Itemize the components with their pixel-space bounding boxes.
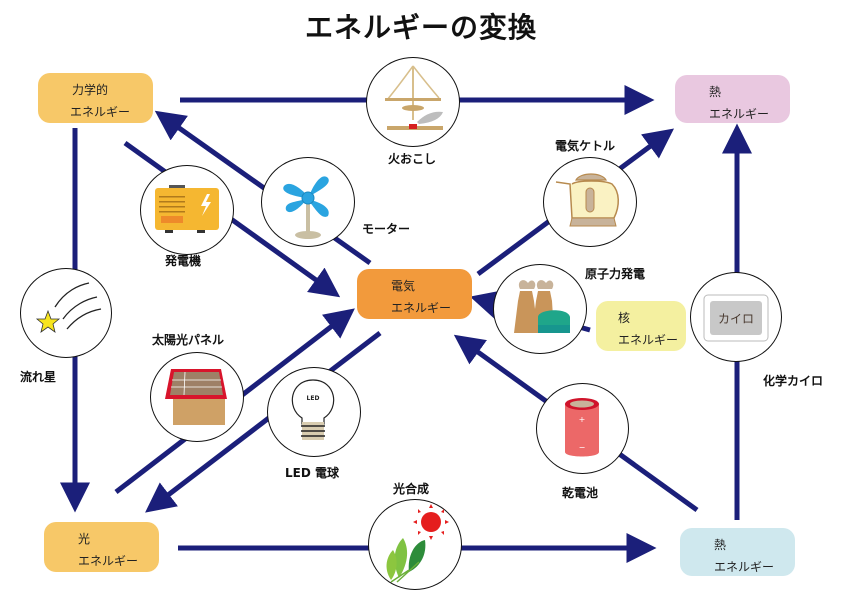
mechanical-energy-box: 力学的 エネルギー <box>38 73 153 123</box>
led-bulb-node: LED <box>267 367 361 457</box>
heat-energy-top-line1: 熱 <box>709 85 722 99</box>
light-energy-box: 光 エネルギー <box>44 522 159 572</box>
kettle-icon <box>555 173 619 227</box>
heat-energy-box-top: 熱 エネルギー <box>675 75 790 123</box>
light-bulb-icon: LED <box>291 379 335 440</box>
generator-icon <box>155 185 219 233</box>
electric-energy-line2: エネルギー <box>391 301 452 315</box>
battery-label: 乾電池 <box>562 486 599 500</box>
electric-energy-box: 電気 エネルギー <box>357 269 472 319</box>
led-text: LED <box>307 395 320 402</box>
mechanical-energy-line1: 力学的 <box>72 83 109 97</box>
nuclear-plant-label: 原子力発電 <box>585 267 646 281</box>
fire-drill-label: 火おこし <box>388 152 437 166</box>
svg-text:+: + <box>579 415 586 424</box>
nuclear-energy-box: 核 エネルギー <box>596 301 686 351</box>
electric-energy-line1: 電気 <box>391 279 416 293</box>
svg-text:−: − <box>579 443 586 452</box>
solar-panel-house-icon <box>165 369 227 425</box>
solar-panel-node <box>150 352 244 442</box>
meteor-label: 流れ星 <box>20 370 57 384</box>
hand-warmer-label: 化学カイロ <box>763 374 824 388</box>
heat-energy-bottom-line1: 熱 <box>714 538 727 552</box>
kettle-label: 電気ケトル <box>555 139 616 153</box>
photosynthesis-node <box>368 499 462 590</box>
solar-panel-label: 太陽光パネル <box>152 333 225 347</box>
shooting-star-icon <box>35 282 102 333</box>
generator-node <box>140 165 234 255</box>
battery-node: + − <box>536 383 629 474</box>
light-energy-line1: 光 <box>78 532 91 546</box>
mechanical-energy-line2: エネルギー <box>70 105 131 119</box>
fire-drill-node <box>366 57 460 147</box>
hand-warmer-text: カイロ <box>718 312 754 326</box>
heat-energy-bottom-line2: エネルギー <box>714 560 775 574</box>
hand-warmer-icon: カイロ <box>703 294 769 342</box>
kettle-node <box>543 157 637 247</box>
photosynthesis-label: 光合成 <box>393 482 430 496</box>
nuclear-energy-line1: 核 <box>618 311 631 325</box>
nuclear-plant-node <box>493 264 587 354</box>
motor-node <box>261 157 355 247</box>
heat-energy-box-bottom: 熱 エネルギー <box>680 528 795 576</box>
nuclear-energy-line2: エネルギー <box>618 333 679 347</box>
diagram-title: エネルギーの変換 <box>304 11 537 44</box>
heat-energy-top-line2: エネルギー <box>709 107 770 121</box>
meteor-node <box>20 268 112 358</box>
light-energy-line2: エネルギー <box>78 554 139 568</box>
fan-icon <box>283 176 329 239</box>
nuclear-plant-icon <box>514 280 570 333</box>
generator-label: 発電機 <box>165 254 202 268</box>
fire-drill-icon <box>385 65 443 130</box>
battery-icon: + − <box>565 398 599 457</box>
photosynthesis-icon <box>386 504 449 583</box>
led-bulb-label: LED 電球 <box>285 466 339 480</box>
hand-warmer-node: カイロ <box>690 272 782 362</box>
motor-label: モーター <box>362 222 411 236</box>
